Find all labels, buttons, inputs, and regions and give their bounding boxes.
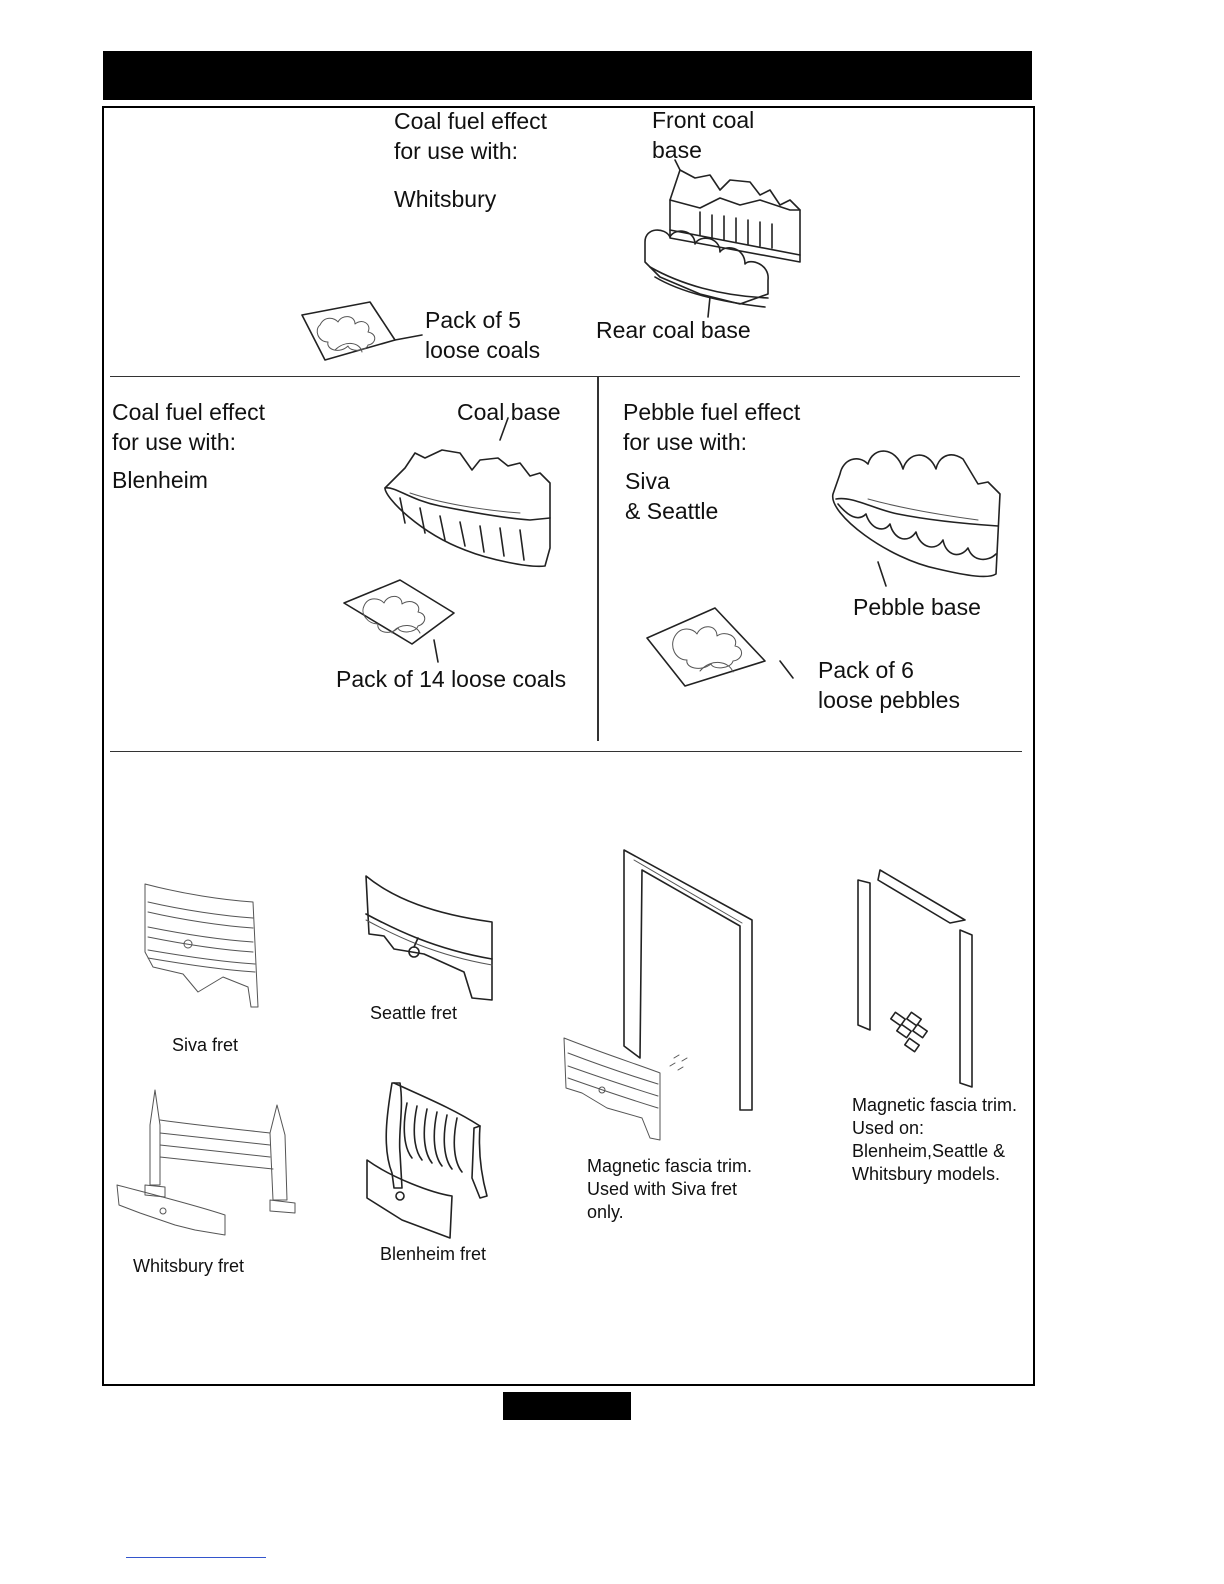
section1-model: Whitsbury bbox=[394, 186, 497, 212]
trim-siva-label: Magnetic fascia trim. Used with Siva fre… bbox=[587, 1156, 753, 1222]
section3-model: Siva & Seattle bbox=[625, 468, 719, 524]
pebble-base-label: Pebble base bbox=[853, 594, 981, 620]
divider-bottom bbox=[110, 751, 1022, 752]
divider-middle bbox=[597, 377, 599, 741]
coal-base-illustration bbox=[384, 417, 551, 568]
siva-fret-illustration bbox=[144, 883, 259, 1008]
front-coal-base-label: Front coal base bbox=[652, 107, 755, 163]
diagram-frame bbox=[102, 106, 1035, 1386]
loose-coals-5-label: Pack of 5 loose coals bbox=[425, 307, 541, 363]
pebble-base-illustration bbox=[832, 450, 1001, 587]
footer-page-bar bbox=[503, 1392, 631, 1420]
front-coal-base-illustration bbox=[669, 159, 801, 263]
section2-title: Coal fuel effect for use with: bbox=[112, 399, 266, 455]
coal-base-label: Coal base bbox=[457, 399, 561, 425]
blenheim-fret-illustration bbox=[366, 1082, 488, 1239]
siva-fret-label: Siva fret bbox=[172, 1035, 239, 1055]
rear-coal-base-illustration bbox=[644, 229, 769, 318]
header-bar bbox=[103, 51, 1032, 100]
siva-magnetic-trim-illustration bbox=[563, 849, 753, 1141]
whitsbury-fret-label: Whitsbury fret bbox=[133, 1256, 245, 1276]
loose-pebbles-6-label: Pack of 6 loose pebbles bbox=[818, 657, 960, 713]
trim-other-label: Magnetic fascia trim. Used on: Blenheim,… bbox=[852, 1095, 1018, 1184]
loose-coals-5-bag-icon bbox=[301, 301, 423, 361]
seattle-fret-illustration bbox=[365, 875, 493, 1001]
section3-title: Pebble fuel effect for use with: bbox=[623, 399, 801, 455]
loose-coals-14-label: Pack of 14 loose coals bbox=[336, 666, 567, 692]
section2-model: Blenheim bbox=[112, 467, 208, 493]
loose-pebbles-6-bag-icon bbox=[646, 607, 794, 687]
footer-link-underline[interactable] bbox=[126, 1557, 266, 1558]
rear-coal-base-label: Rear coal base bbox=[596, 317, 751, 343]
seattle-fret-label: Seattle fret bbox=[370, 1003, 458, 1023]
blenheim-fret-label: Blenheim fret bbox=[380, 1244, 487, 1264]
divider-top bbox=[110, 376, 1020, 377]
whitsbury-fret-illustration bbox=[116, 1089, 296, 1236]
loose-coals-14-bag-icon bbox=[343, 579, 455, 663]
magnetic-trim-strips-illustration bbox=[857, 869, 973, 1088]
section1-title: Coal fuel effect for use with: bbox=[394, 108, 548, 164]
